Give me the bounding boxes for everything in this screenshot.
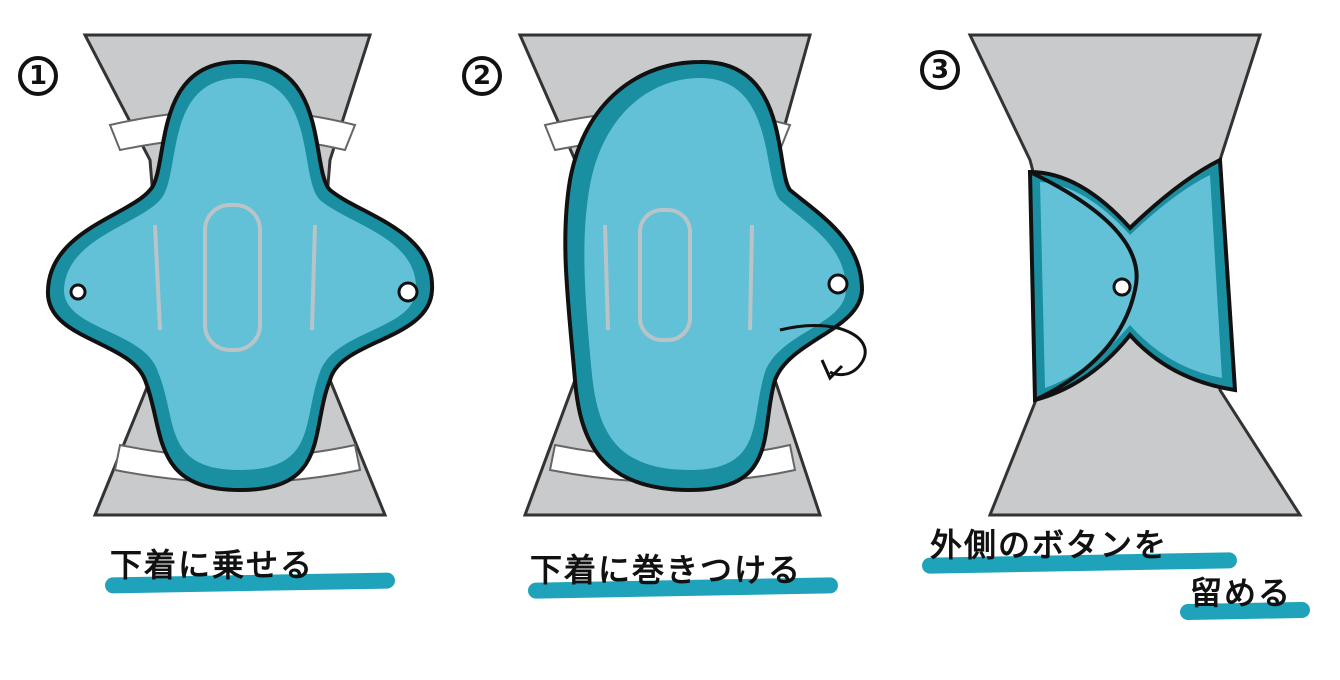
step-3-label-line1: 外側のボタンを bbox=[930, 526, 1169, 564]
step-1-number: 1 bbox=[18, 56, 58, 96]
step-1-label: 下着に乗せる bbox=[110, 546, 315, 584]
wrap-arrow bbox=[779, 324, 867, 377]
snap-hole bbox=[397, 281, 419, 303]
snap-button bbox=[69, 283, 87, 301]
step-3-illustration bbox=[967, 33, 1303, 517]
step-3-number: 3 bbox=[920, 50, 960, 90]
step-1-illustration bbox=[45, 33, 435, 517]
step-2-illustration bbox=[517, 33, 867, 517]
step-3-label-line2: 留める bbox=[1190, 574, 1293, 612]
step-2-number: 2 bbox=[462, 56, 502, 96]
step-2-label: 下着に巻きつける bbox=[530, 551, 803, 589]
